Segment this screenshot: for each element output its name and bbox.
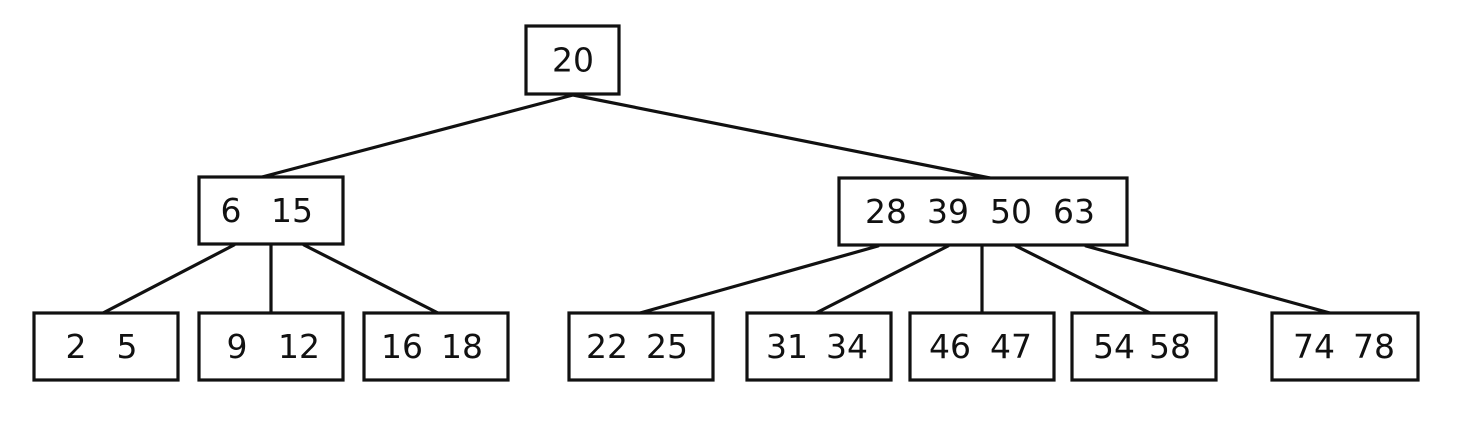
node-key: 54: [1093, 327, 1135, 366]
node-key: 5: [117, 327, 138, 366]
node-key: 31: [766, 327, 808, 366]
node-box: [1070, 311, 1218, 382]
node-key: 78: [1353, 327, 1395, 366]
edge-right-leaf4: [638, 244, 880, 315]
edge-right-leaf8: [1084, 244, 1332, 315]
node-key: 34: [826, 327, 868, 366]
tree-node-right: 28 39 50 63: [837, 176, 1129, 247]
node-key: 50: [990, 192, 1032, 231]
node-key: 18: [441, 327, 483, 366]
tree-node-leaf6: 46 47: [908, 311, 1056, 382]
edge-left-leaf1: [101, 243, 236, 315]
edge-root-right: [571, 93, 992, 180]
node-box: [32, 311, 180, 382]
node-box: [837, 176, 1129, 247]
node-key: 12: [278, 327, 320, 366]
node-key: 47: [990, 327, 1032, 366]
edge-left-leaf3: [302, 243, 440, 315]
node-key: 58: [1149, 327, 1191, 366]
node-key: 28: [865, 192, 907, 231]
node-key: 74: [1293, 327, 1335, 366]
node-box: [1270, 311, 1420, 382]
node-key: 2: [66, 327, 87, 366]
node-key: 25: [646, 327, 688, 366]
node-key: 20: [552, 41, 594, 80]
node-key: 22: [586, 327, 628, 366]
node-key: 63: [1053, 192, 1095, 231]
tree-node-leaf5: 31 34: [745, 311, 893, 382]
node-box: [567, 311, 715, 382]
edge-right-leaf7: [1014, 244, 1152, 315]
node-key: 39: [927, 192, 969, 231]
node-key: 9: [227, 327, 248, 366]
node-key: 15: [271, 191, 313, 230]
node-box: [745, 311, 893, 382]
tree-node-left: 6 15: [197, 175, 345, 246]
node-box: [908, 311, 1056, 382]
tree-node-leaf4: 22 25: [567, 311, 715, 382]
node-key: 16: [381, 327, 423, 366]
tree-node-root: 20: [524, 24, 621, 96]
edge-root-left: [260, 93, 575, 179]
tree-node-leaf2: 9 12: [197, 311, 345, 382]
node-box: [197, 311, 345, 382]
node-key: 6: [221, 191, 242, 230]
node-box: [197, 175, 345, 246]
edge-right-leaf5: [814, 244, 950, 315]
tree-node-leaf7: 54 58: [1070, 311, 1218, 382]
node-key: 46: [929, 327, 971, 366]
edges-layer: [101, 93, 1332, 315]
node-box: [362, 311, 510, 382]
tree-node-leaf8: 74 78: [1270, 311, 1420, 382]
node-box: [524, 24, 621, 96]
